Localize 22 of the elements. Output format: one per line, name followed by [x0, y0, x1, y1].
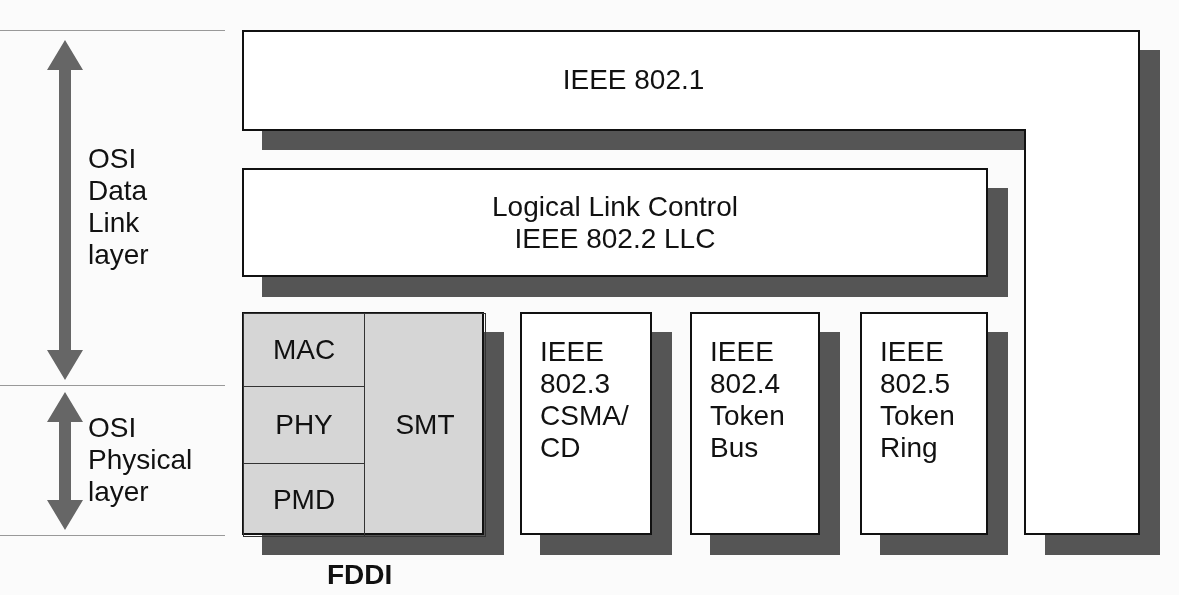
layer-label: OSI Physical layer: [88, 412, 194, 508]
protocol-box: [860, 312, 988, 535]
fddi-box: [242, 312, 484, 535]
node-label: FDDI: [327, 559, 393, 591]
box-label: IEEE 802.3 CSMA/ CD: [540, 336, 630, 464]
box-label: PHY: [275, 409, 333, 441]
box-label: PMD: [272, 484, 336, 516]
box-label: SMT: [395, 409, 455, 441]
sublayer-cell: [364, 313, 486, 537]
protocol-box: [690, 312, 820, 535]
box-label: IEEE 802.2 LLC: [514, 222, 716, 255]
box-label: MAC: [272, 334, 336, 366]
layer-label: IEEE 802.1: [562, 64, 705, 96]
box-label: Logical Link Control: [492, 190, 738, 223]
box-label: IEEE 802.5 Token Ring: [880, 336, 956, 464]
box-label: IEEE 802.4 Token Bus: [710, 336, 786, 464]
layer-band: [242, 30, 1140, 535]
sublayer-cell: [243, 313, 365, 387]
layer-label: OSI Data Link layer: [88, 143, 150, 271]
sublayer-cell: [243, 463, 365, 537]
protocol-box: [520, 312, 652, 535]
protocol-box: [242, 168, 988, 277]
